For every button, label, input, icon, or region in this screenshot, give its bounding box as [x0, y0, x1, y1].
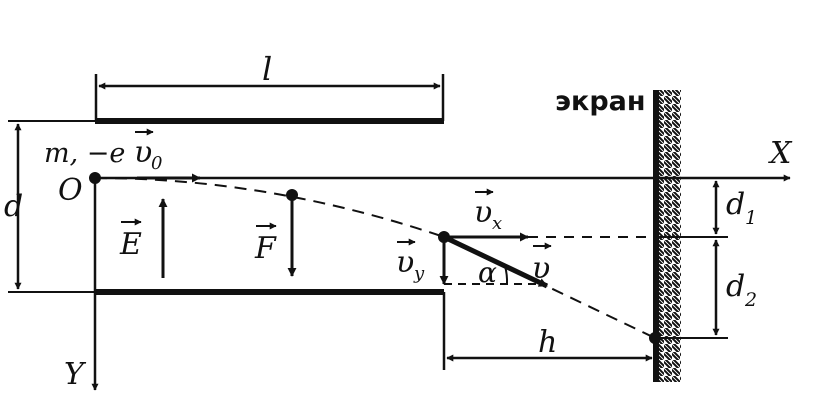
- h-label: h: [538, 325, 557, 360]
- angle-label: α: [478, 256, 497, 289]
- angle-arc: [504, 265, 509, 285]
- velocity-y-label: υ y: [396, 238, 425, 284]
- d2-label: d 2: [726, 269, 757, 311]
- svg-text:x: x: [492, 213, 502, 234]
- svg-text:d: d: [726, 269, 745, 304]
- svg-text:υ: υ: [474, 195, 492, 230]
- screen-label: экран: [555, 86, 646, 117]
- svg-text:υ: υ: [396, 245, 414, 280]
- particle-label: m, −e: [44, 138, 125, 169]
- force-label: F: [254, 222, 277, 266]
- length-label: l: [262, 50, 272, 88]
- svg-text:d: d: [726, 187, 745, 222]
- d1-label: d 1: [726, 187, 757, 229]
- plate-gap-label: d: [4, 189, 23, 224]
- y-axis-label: Y: [64, 357, 87, 392]
- svg-text:2: 2: [744, 289, 757, 311]
- svg-text:0: 0: [151, 153, 162, 174]
- origin-label: O: [58, 173, 83, 208]
- trajectory-inside: [94, 177, 445, 238]
- initial-velocity-label: υ 0: [134, 128, 162, 174]
- x-axis-label: X: [768, 136, 793, 171]
- velocity-label: υ: [532, 242, 552, 286]
- svg-text:υ: υ: [134, 135, 152, 170]
- svg-text:F: F: [254, 231, 277, 266]
- velocity-arrow: [442, 234, 549, 289]
- svg-text:1: 1: [745, 207, 757, 229]
- svg-text:υ: υ: [532, 251, 550, 286]
- svg-text:E: E: [119, 227, 142, 262]
- screen-hit-point: [649, 332, 661, 344]
- velocity-x-label: υ x: [474, 188, 502, 234]
- field-label: E: [119, 218, 142, 262]
- svg-text:y: y: [413, 263, 425, 284]
